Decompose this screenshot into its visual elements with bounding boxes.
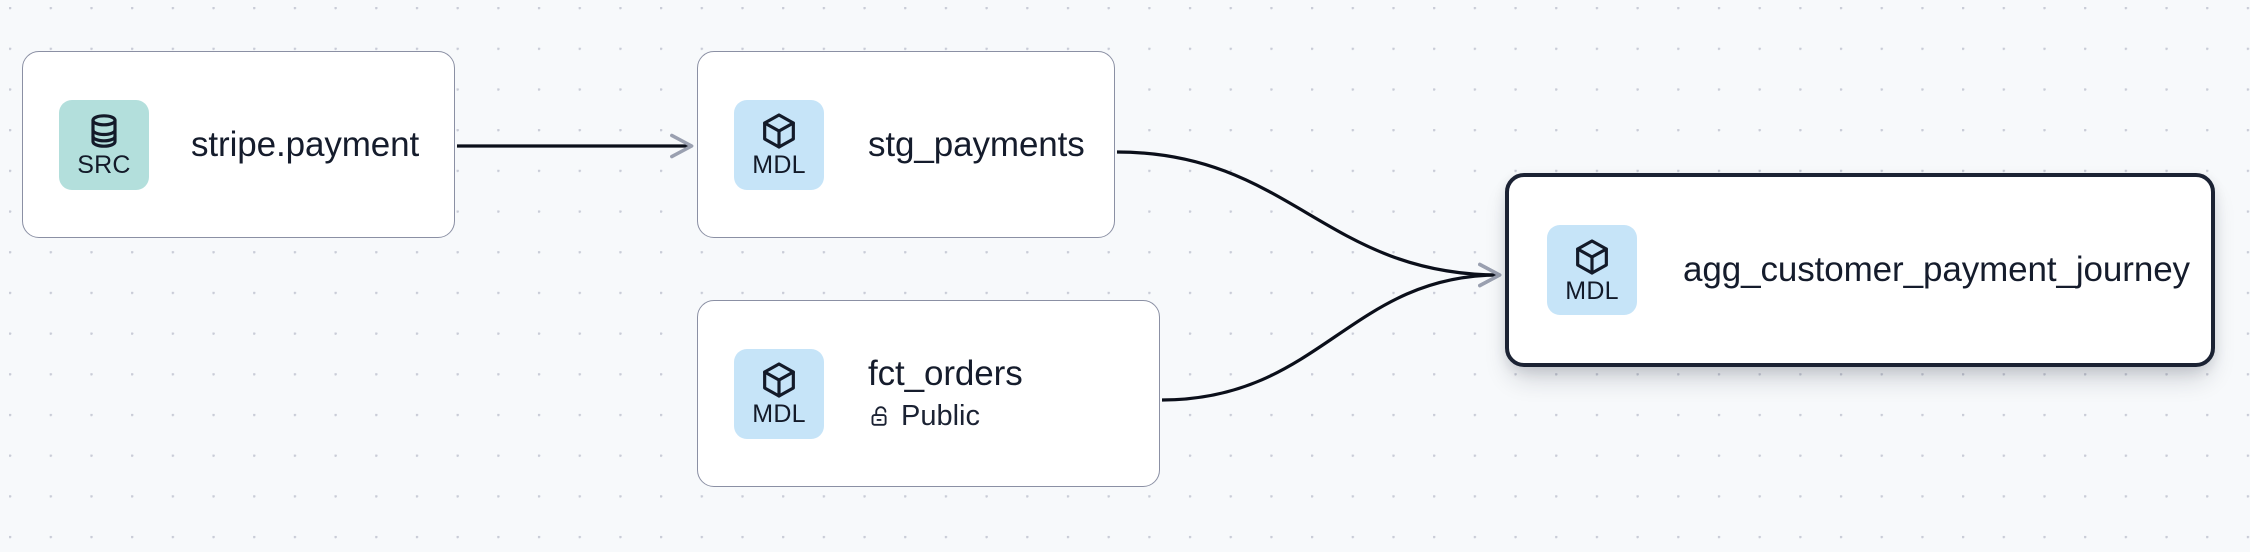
cube-icon (759, 111, 799, 151)
badge-src: SRC (59, 99, 149, 190)
node-stripe-payment[interactable]: SRC stripe.payment (22, 51, 455, 238)
unlock-icon (868, 404, 893, 429)
database-icon (84, 111, 124, 151)
badge-label: MDL (752, 400, 806, 428)
badge-mdl: MDL (1547, 225, 1637, 315)
node-text-block: stg_payments (868, 125, 1085, 165)
node-title: agg_customer_payment_journey (1683, 250, 2190, 289)
edge-stg-payments-to-agg-customer-payment-journey (1116, 150, 1502, 288)
cube-icon (759, 360, 799, 400)
node-visibility-label: Public (901, 400, 980, 432)
node-title: stg_payments (868, 124, 1085, 164)
node-text-block: fct_orders Public (868, 354, 1023, 433)
badge-mdl: MDL (734, 99, 824, 190)
badge-label: SRC (77, 151, 131, 179)
cube-icon (1572, 237, 1612, 277)
node-text-block: agg_customer_payment_journey (1683, 250, 2190, 290)
node-title: fct_orders (868, 354, 1023, 393)
node-stg-payments[interactable]: MDL stg_payments (697, 51, 1115, 238)
node-fct-orders[interactable]: MDL fct_orders Public (697, 300, 1160, 487)
node-visibility: Public (868, 399, 1023, 433)
badge-label: MDL (1565, 276, 1619, 305)
node-agg-customer-payment-journey[interactable]: MDL agg_customer_payment_journey (1505, 173, 2215, 367)
edge-fct-orders-to-agg-customer-payment-journey (1161, 262, 1502, 402)
node-title: stripe.payment (191, 124, 420, 164)
node-text-block: stripe.payment (191, 125, 419, 165)
badge-label: MDL (752, 151, 806, 179)
badge-mdl: MDL (734, 348, 824, 439)
